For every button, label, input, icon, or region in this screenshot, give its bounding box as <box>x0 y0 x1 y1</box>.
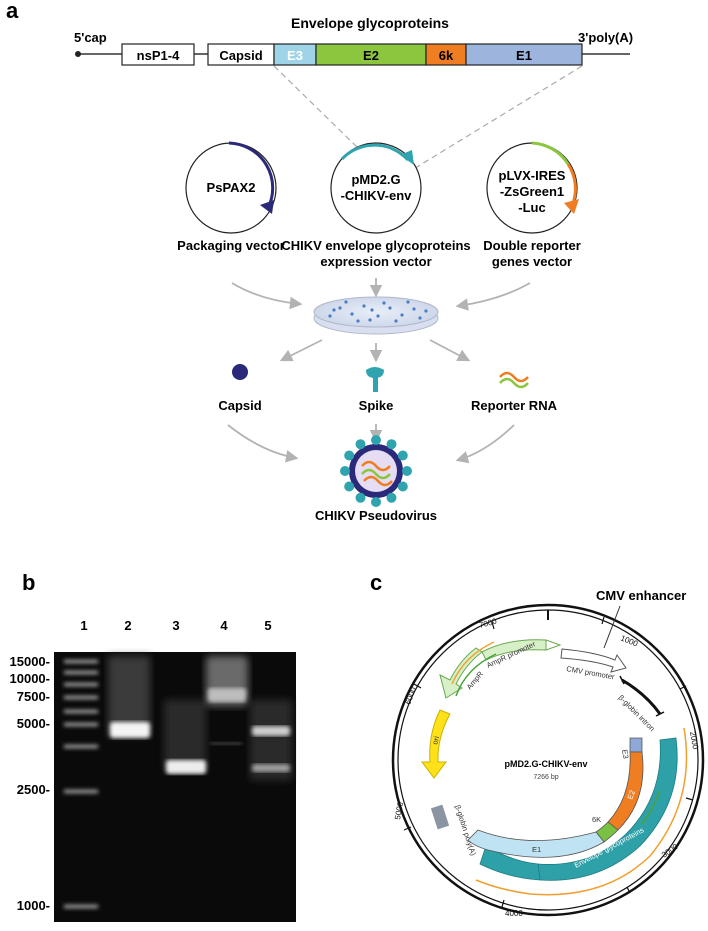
reporter-rna-icon <box>499 371 529 389</box>
component-capsid: Capsid <box>218 398 261 413</box>
genome-map: 5'cap 3'poly(A) Envelope glycoproteins n… <box>74 15 633 171</box>
envelope-title: Envelope glycoproteins <box>291 15 449 31</box>
svg-text:E1: E1 <box>532 845 541 854</box>
svg-text:2500-: 2500- <box>17 782 50 797</box>
virus-spike <box>371 435 381 445</box>
flow-arrows <box>227 278 531 464</box>
svg-text:E3: E3 <box>620 749 630 760</box>
component-reporter: Reporter RNA <box>471 398 558 413</box>
svg-text:β-globin intron: β-globin intron <box>617 693 657 733</box>
svg-text:Packaging vector: Packaging vector <box>177 238 285 253</box>
gel-lane-labels: 1 2 3 4 5 <box>80 618 271 633</box>
svg-text:AmpR: AmpR <box>465 669 486 691</box>
virus-spike <box>371 497 381 507</box>
virus-spike <box>397 481 408 492</box>
svg-text:expression vector: expression vector <box>320 254 431 269</box>
svg-text:CHIKV envelope glycoproteins: CHIKV envelope glycoproteins <box>281 238 470 253</box>
svg-text:E2: E2 <box>625 789 637 801</box>
segment-nsp <box>121 43 195 66</box>
virus-spike <box>386 492 397 503</box>
virus-spike <box>340 466 350 476</box>
svg-text:pMD2.G: pMD2.G <box>351 172 400 187</box>
five-prime-cap: 5'cap <box>74 30 107 45</box>
svg-text:5000-: 5000- <box>17 716 50 731</box>
pseudovirus-icon <box>349 444 403 498</box>
plasmid-name: pMD2.G-CHIKV-env <box>504 759 587 769</box>
segment-label-capsid: Capsid <box>219 48 262 63</box>
virus-spike <box>397 450 408 461</box>
svg-text:7500-: 7500- <box>17 689 50 704</box>
svg-text:CMV promoter: CMV promoter <box>566 664 616 681</box>
svg-text:5000: 5000 <box>393 801 405 821</box>
svg-text:15000-: 15000- <box>10 654 50 669</box>
svg-text:Double reporter: Double reporter <box>483 238 581 253</box>
svg-text:pLVX-IRES: pLVX-IRES <box>499 168 566 183</box>
cmv-promoter-arrow <box>560 648 627 673</box>
segment-label-e1: E1 <box>516 48 532 63</box>
panel-a-label: a <box>6 0 19 23</box>
svg-text:2000: 2000 <box>688 731 700 751</box>
svg-text:3: 3 <box>172 618 179 633</box>
svg-text:-CHIKV-env: -CHIKV-env <box>341 188 413 203</box>
virus-spike <box>344 481 355 492</box>
svg-text:-Luc: -Luc <box>518 200 545 215</box>
svg-text:1000: 1000 <box>619 634 639 649</box>
svg-text:4: 4 <box>220 618 228 633</box>
virus-spikes <box>340 435 412 507</box>
gel-ladder-labels: 15000- 10000- 7500- 5000- 2500- 1000- <box>10 654 50 913</box>
svg-text:4000: 4000 <box>505 909 523 918</box>
svg-text:2: 2 <box>124 618 131 633</box>
product-label: CHIKV Pseudovirus <box>315 508 437 523</box>
virus-spike <box>386 439 397 450</box>
svg-text:PsPAX2: PsPAX2 <box>207 180 256 195</box>
ori-arrow <box>421 709 451 779</box>
petri-dish-icon <box>313 296 439 335</box>
vector-pMD2G: pMD2.G -CHIKV-env CHIKV envelope glycopr… <box>281 142 471 269</box>
segment-label-e2: E2 <box>363 48 379 63</box>
vector-pLVX: pLVX-IRES -ZsGreen1 -Luc Double reporter… <box>483 141 581 269</box>
segment-label-e3: E3 <box>287 48 303 63</box>
svg-text:genes vector: genes vector <box>492 254 572 269</box>
segment-label-nsp: nsP1-4 <box>137 48 180 63</box>
vector-psPAX2: PsPAX2 Packaging vector <box>177 141 285 253</box>
polya-block <box>430 804 450 830</box>
ampr-arrow <box>439 647 483 699</box>
virus-spike <box>402 466 412 476</box>
three-prime-polya: 3'poly(A) <box>578 30 633 45</box>
svg-text:ori: ori <box>430 735 441 746</box>
cmv-enhancer-label: CMV enhancer <box>596 588 686 603</box>
virus-spike <box>355 492 366 503</box>
segment-label-6k: 6k <box>439 48 454 63</box>
capsid-icon <box>232 364 248 380</box>
virus-spike <box>355 439 366 450</box>
svg-text:7000: 7000 <box>478 616 498 629</box>
svg-text:6K: 6K <box>592 815 601 824</box>
svg-text:1: 1 <box>80 618 87 633</box>
gel-image <box>54 652 296 922</box>
component-spike: Spike <box>359 398 394 413</box>
svg-text:1000-: 1000- <box>17 898 50 913</box>
segment-e1 <box>465 43 583 66</box>
spike-icon <box>366 367 384 392</box>
panel-b-label: b <box>22 570 35 595</box>
plasmid-map: 1000 2000 3000 4000 5000 6000 7000 CMV e… <box>391 588 705 918</box>
svg-text:6000: 6000 <box>403 685 418 705</box>
panel-c-label: c <box>370 570 382 595</box>
plasmid-size: 7266 bp <box>533 774 558 781</box>
svg-text:5: 5 <box>264 618 271 633</box>
svg-text:-ZsGreen1: -ZsGreen1 <box>500 184 564 199</box>
svg-text:10000-: 10000- <box>10 671 50 686</box>
svg-text:β-globin poly(A): β-globin poly(A) <box>453 804 478 857</box>
virus-spike <box>344 450 355 461</box>
